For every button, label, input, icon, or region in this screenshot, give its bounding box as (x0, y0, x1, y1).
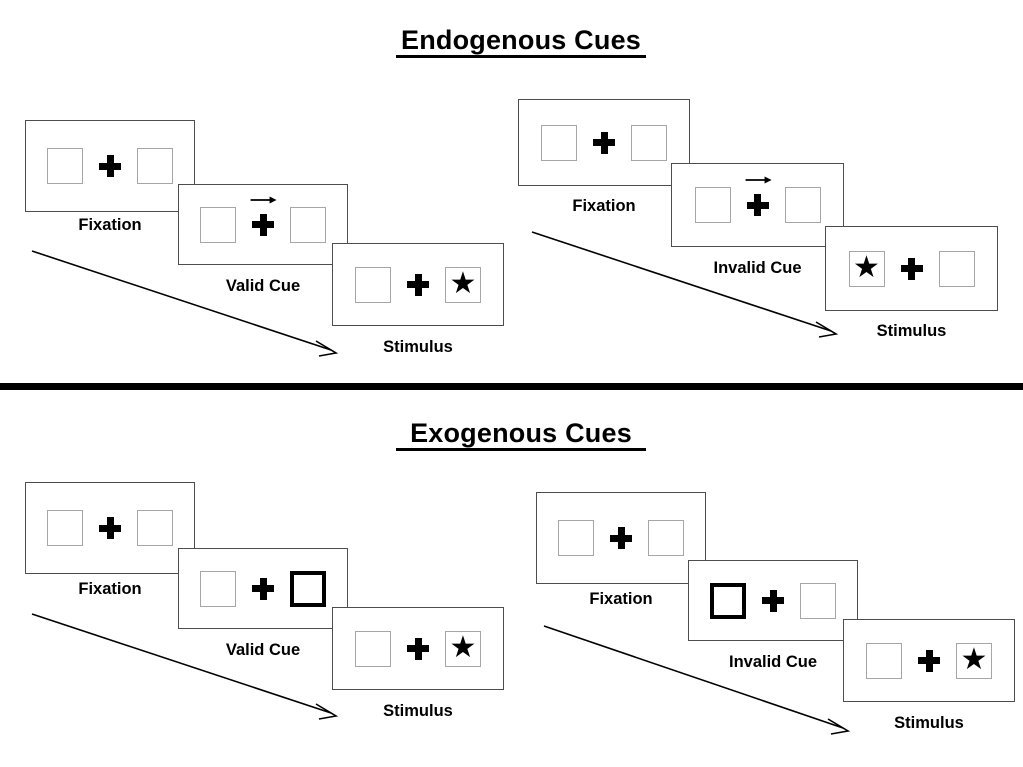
left-box (200, 206, 236, 243)
fixation-slot (745, 176, 772, 216)
fixation-slot (405, 637, 431, 660)
right-box (137, 148, 173, 184)
left-box (541, 124, 577, 161)
endogenous-invalid-time-arrow (531, 231, 839, 338)
fixation-slot (591, 131, 617, 154)
exogenous-valid-step-cue (178, 548, 348, 629)
right-box (290, 206, 326, 243)
fixation-cross-icon (252, 577, 274, 600)
right-box (648, 520, 684, 556)
endogenous-invalid-step-fixation (518, 99, 690, 186)
fixation-slot (405, 273, 431, 296)
exogenous-valid-step-stimulus: ★ (332, 607, 504, 690)
exogenous-invalid-time-arrow (543, 625, 851, 735)
fixation-cross-icon (407, 637, 429, 660)
star-icon: ★ (449, 266, 477, 300)
cue-arrow-right-icon (250, 196, 277, 203)
exogenous-valid-step-fixation (25, 482, 195, 574)
fixation-slot (97, 517, 123, 539)
star-icon: ★ (853, 250, 880, 284)
fixation-cross-icon (99, 517, 121, 539)
endogenous-valid-time-arrow (31, 250, 339, 357)
endogenous-valid-label-fixation: Fixation (78, 216, 142, 234)
left-box (355, 630, 391, 667)
exogenous-invalid-step-cue (688, 560, 858, 641)
fixation-slot (608, 527, 634, 549)
fixation-cross-icon (762, 589, 784, 612)
fixation-cross-icon (918, 649, 940, 672)
endogenous-valid-label-cue: Valid Cue (225, 277, 301, 295)
left-box (47, 148, 83, 184)
exogenous-invalid-label-fixation: Fixation (589, 590, 653, 608)
endogenous-invalid-step-cue (671, 163, 844, 247)
right-box (784, 187, 821, 223)
endogenous-valid-step-fixation (25, 120, 195, 212)
exogenous-valid-time-arrow (31, 613, 339, 720)
left-box (355, 266, 391, 303)
endogenous-invalid-label-stimulus: Stimulus (876, 322, 947, 340)
fixation-cross-icon (900, 257, 923, 280)
left-box (558, 520, 594, 556)
left-box-cued (710, 582, 746, 619)
left-box (47, 510, 83, 546)
exogenous-valid-label-fixation: Fixation (78, 580, 142, 598)
right-box-cued (290, 570, 326, 607)
fixation-slot (916, 649, 942, 672)
endogenous-invalid-label-fixation: Fixation (572, 197, 636, 215)
fixation-slot (899, 257, 925, 280)
endogenous-invalid-step-stimulus: ★ (825, 226, 998, 311)
endogenous-invalid-label-cue: Invalid Cue (713, 259, 802, 277)
left-box (866, 642, 902, 679)
fixation-slot (97, 155, 123, 177)
star-icon: ★ (449, 630, 477, 664)
fixation-cross-icon (252, 213, 274, 236)
endogenous-valid-step-cue (178, 184, 348, 265)
fixation-cross-icon (99, 155, 121, 177)
endogenous-valid-step-stimulus: ★ (332, 243, 504, 326)
left-box-with-target: ★ (848, 250, 885, 287)
right-box (137, 510, 173, 546)
fixation-cross-icon (610, 527, 632, 549)
star-icon: ★ (960, 642, 988, 676)
section-divider (0, 383, 1023, 390)
endogenous-section-title: Endogenous Cues (396, 26, 646, 59)
right-box-with-target: ★ (445, 630, 481, 667)
exogenous-valid-label-cue: Valid Cue (225, 641, 301, 659)
fixation-slot (250, 196, 277, 236)
cue-arrow-right-icon (745, 176, 772, 184)
right-box-with-target: ★ (445, 266, 481, 303)
exogenous-invalid-label-cue: Invalid Cue (728, 653, 818, 671)
exogenous-valid-label-stimulus: Stimulus (383, 702, 453, 720)
fixation-cross-icon (746, 194, 769, 216)
left-box (200, 570, 236, 607)
endogenous-valid-label-stimulus: Stimulus (383, 338, 453, 356)
exogenous-section-title: Exogenous Cues (396, 419, 646, 452)
right-box-with-target: ★ (956, 642, 992, 679)
right-box (938, 250, 975, 287)
left-box (694, 187, 731, 223)
fixation-slot (250, 577, 276, 600)
right-box (800, 582, 836, 619)
exogenous-invalid-step-fixation (536, 492, 706, 584)
fixation-cross-icon (407, 273, 429, 296)
fixation-slot (760, 589, 786, 612)
right-box (631, 124, 667, 161)
fixation-cross-icon (593, 131, 615, 154)
exogenous-invalid-label-stimulus: Stimulus (894, 714, 964, 732)
exogenous-invalid-step-stimulus: ★ (843, 619, 1015, 702)
